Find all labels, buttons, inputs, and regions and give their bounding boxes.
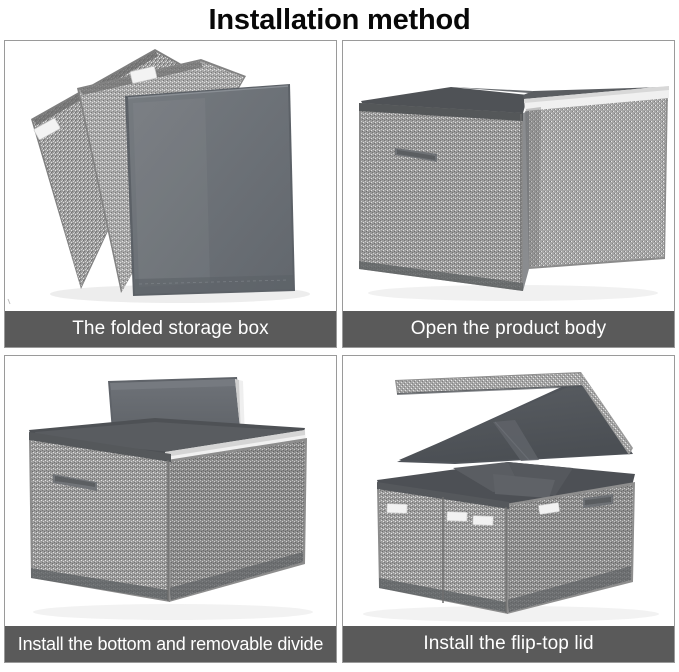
step-card-2: Open the product body xyxy=(342,40,675,348)
carry-handle-left xyxy=(395,148,437,162)
step-caption-2: Open the product body xyxy=(343,311,674,347)
open-product-body-svg xyxy=(343,41,674,311)
step-card-4: Install the flip-top lid xyxy=(342,355,675,663)
install-flip-top-lid-illustration xyxy=(343,356,674,626)
carry-handle-side xyxy=(583,494,613,508)
box-face-left xyxy=(29,432,171,602)
box-face-left xyxy=(377,482,509,614)
step-card-1: The folded storage box xyxy=(4,40,337,348)
step-caption-4: Install the flip-top lid xyxy=(343,626,674,662)
install-bottom-divider-svg xyxy=(5,356,336,626)
folded-storage-box-illustration xyxy=(5,41,336,311)
folded-storage-box-svg xyxy=(5,41,336,311)
title-bar: Installation method xyxy=(0,0,679,40)
install-flip-top-lid-svg xyxy=(343,356,674,626)
box-body-left xyxy=(359,103,523,291)
box-face-right xyxy=(167,438,307,602)
flip-top-lid xyxy=(395,372,633,464)
step-caption-3: Install the bottom and removable divide xyxy=(5,626,336,662)
carry-handle-front xyxy=(53,474,97,491)
installation-steps-grid: The folded storage box xyxy=(0,40,679,663)
step-card-3: Install the bottom and removable divide xyxy=(4,355,337,663)
unfolded-wing-panel xyxy=(524,86,669,269)
page-title: Installation method xyxy=(208,3,471,36)
step-caption-1: The folded storage box xyxy=(5,311,336,347)
folded-panel-front-smooth xyxy=(125,84,295,296)
open-product-body-illustration xyxy=(343,41,674,311)
box-face-right xyxy=(505,482,635,614)
install-bottom-divider-illustration xyxy=(5,356,336,626)
